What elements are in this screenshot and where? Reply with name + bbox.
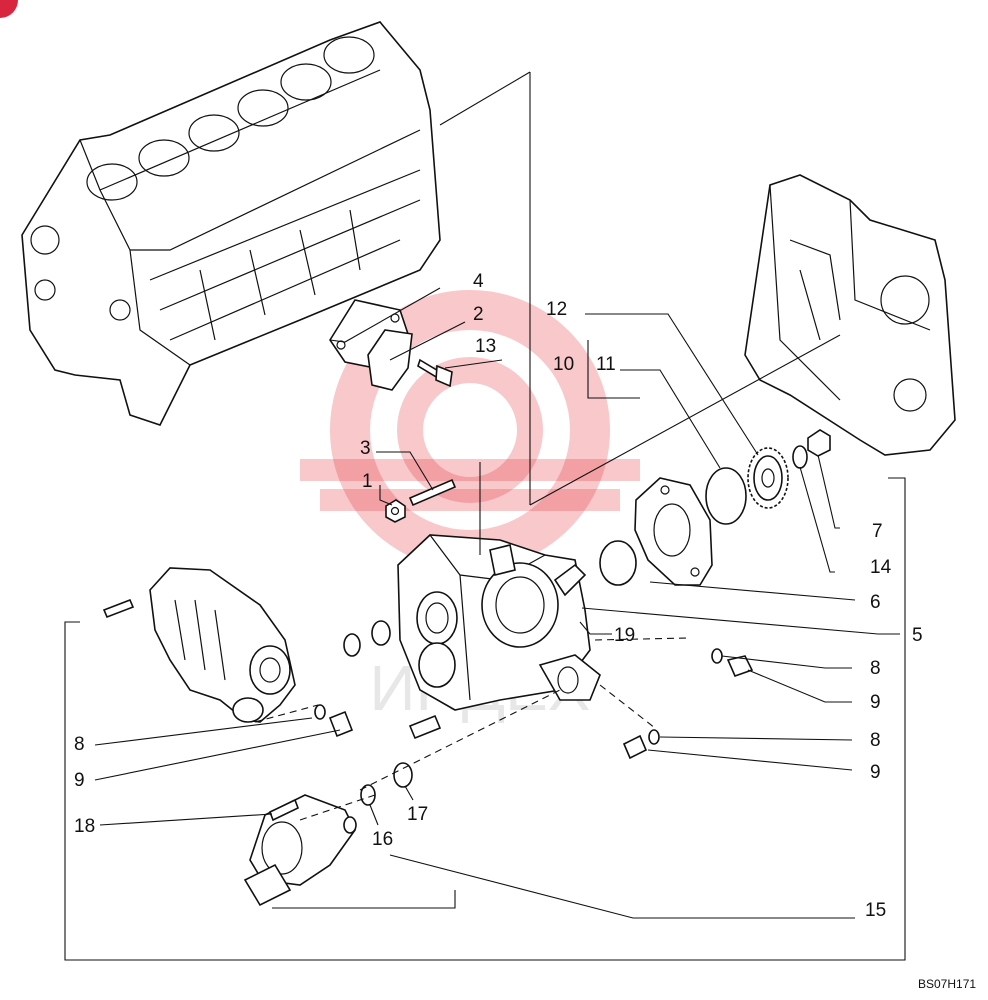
- feed-pump-housing: [149, 567, 296, 723]
- callout-16: 16: [372, 829, 393, 850]
- washer-14: [792, 445, 808, 469]
- washer-8c: [314, 704, 326, 720]
- nut-7: [807, 429, 831, 457]
- metering-valve: [243, 794, 357, 907]
- callout-14: 14: [870, 557, 892, 578]
- cover-plate-and-gasket: [329, 299, 413, 391]
- fitting-9a: [726, 655, 754, 678]
- callout-5: 5: [912, 625, 923, 646]
- sensor-plug: [408, 714, 442, 740]
- nut-1: [385, 499, 406, 523]
- callout-2: 2: [473, 304, 484, 325]
- callout-7: 7: [872, 521, 883, 542]
- callout-4: 4: [473, 271, 484, 292]
- callout-8-lower: 8: [870, 730, 881, 751]
- washer-8a: [711, 648, 723, 664]
- timing-cover: [744, 174, 956, 456]
- callout-12: 12: [546, 299, 567, 320]
- reference-code: BS07H171: [918, 977, 976, 991]
- corner-mark: [0, 0, 18, 18]
- washer-8b: [648, 729, 660, 745]
- callout-9-left: 9: [74, 770, 85, 791]
- callout-1: 1: [362, 471, 373, 492]
- callout-8-upper: 8: [870, 658, 881, 679]
- callout-9-lower: 9: [870, 762, 881, 783]
- high-pressure-pump: [397, 534, 601, 711]
- callout-11: 11: [596, 354, 616, 375]
- callout-17: 17: [407, 804, 428, 825]
- flange-10: [634, 477, 713, 586]
- callout-19: 19: [614, 625, 635, 646]
- fitting-9b: [622, 734, 648, 760]
- engine-block: [21, 21, 441, 426]
- callout-labels: 4 2 13 12 10 11 3 1 7 14 6 5 19 8 9 8 9 …: [74, 271, 923, 921]
- o-ring-16: [360, 784, 376, 806]
- callout-9-upper: 9: [870, 692, 881, 713]
- screw-left: [102, 598, 135, 619]
- gear-12: [747, 447, 789, 509]
- fitting-9c: [328, 710, 354, 738]
- callout-3: 3: [360, 438, 371, 459]
- callout-18: 18: [74, 816, 95, 837]
- o-ring-6: [599, 540, 637, 586]
- assembly-frame: [64, 71, 906, 961]
- callout-6: 6: [870, 592, 881, 613]
- cylinder-bores: [86, 36, 375, 201]
- callout-8-left: 8: [74, 734, 85, 755]
- small-o-ring-a: [343, 633, 361, 657]
- small-o-ring-b: [371, 620, 391, 646]
- leader-lines: [94, 287, 900, 919]
- stud-3: [408, 478, 457, 507]
- callout-10: 10: [553, 354, 574, 375]
- screw-18: [268, 798, 300, 822]
- o-ring-11: [705, 467, 747, 525]
- alignment-lines: [254, 637, 691, 821]
- callout-15: 15: [865, 900, 886, 921]
- o-ring-17: [393, 762, 413, 788]
- callout-13: 13: [475, 336, 496, 357]
- screw-13: [417, 358, 453, 388]
